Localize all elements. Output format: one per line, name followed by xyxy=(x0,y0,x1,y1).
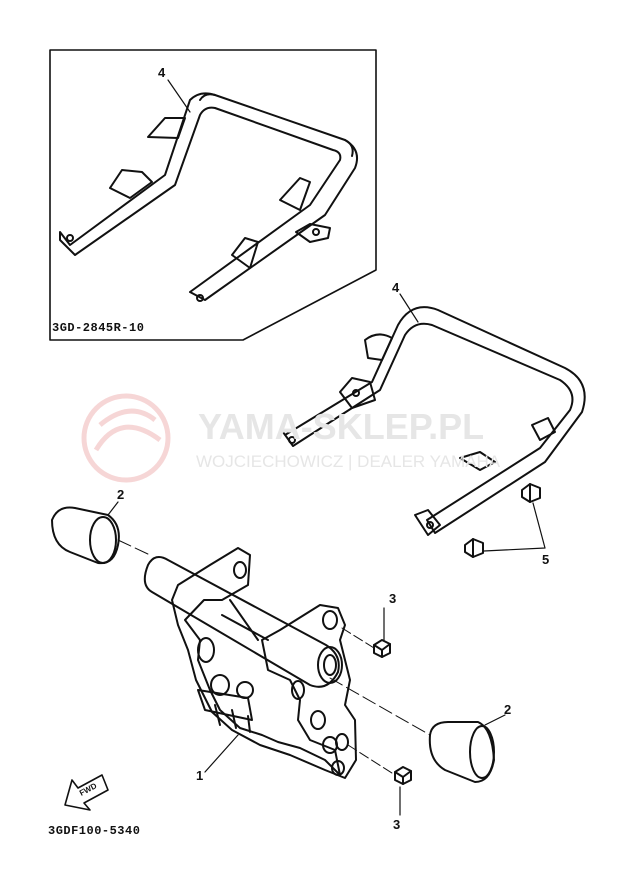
main-grab-bar xyxy=(282,306,586,536)
watermark-logo xyxy=(81,393,171,483)
callout-upper-3: 3 xyxy=(389,591,397,606)
callout-lower-3: 3 xyxy=(393,817,401,832)
inset-grab-bar xyxy=(59,92,358,302)
drawing-code: 3GDF100-5340 xyxy=(48,824,141,838)
callout-right-2: 2 xyxy=(504,702,512,717)
inset-leader-4 xyxy=(167,79,191,113)
end-cap-left xyxy=(51,506,120,565)
callout-5: 5 xyxy=(542,552,550,567)
fwd-arrow-icon xyxy=(64,774,109,811)
leader-5 xyxy=(483,502,546,552)
leader-left-2 xyxy=(107,501,119,516)
callout-1: 1 xyxy=(196,768,204,783)
bolt-lower-5 xyxy=(464,538,484,558)
leader-right-2 xyxy=(484,714,506,726)
bolt-upper-5 xyxy=(521,483,541,503)
inset-frame xyxy=(49,49,377,341)
main-leader-4 xyxy=(399,293,419,323)
bolt-upper-3 xyxy=(373,639,391,658)
watermark-title: YAMA-SKLEP.PL xyxy=(198,406,485,447)
axis-line-right xyxy=(329,677,431,736)
end-cap-right xyxy=(428,721,495,783)
axis-line-left xyxy=(117,539,151,556)
inset-code: 3GD-2845R-10 xyxy=(52,321,145,335)
leader-1 xyxy=(204,734,239,773)
callout-inset-4: 4 xyxy=(158,65,166,80)
callout-main-4: 4 xyxy=(392,280,400,295)
bolt-lower-3 xyxy=(394,766,412,785)
axis-line-bolt3-upper xyxy=(341,627,375,649)
axis-line-bolt3-lower xyxy=(347,744,396,776)
callout-left-2: 2 xyxy=(117,487,125,502)
skid-plate-assembly xyxy=(143,547,357,779)
watermark-subtitle: WOJCIECHOWICZ | DEALER YAMAHA xyxy=(196,452,501,471)
